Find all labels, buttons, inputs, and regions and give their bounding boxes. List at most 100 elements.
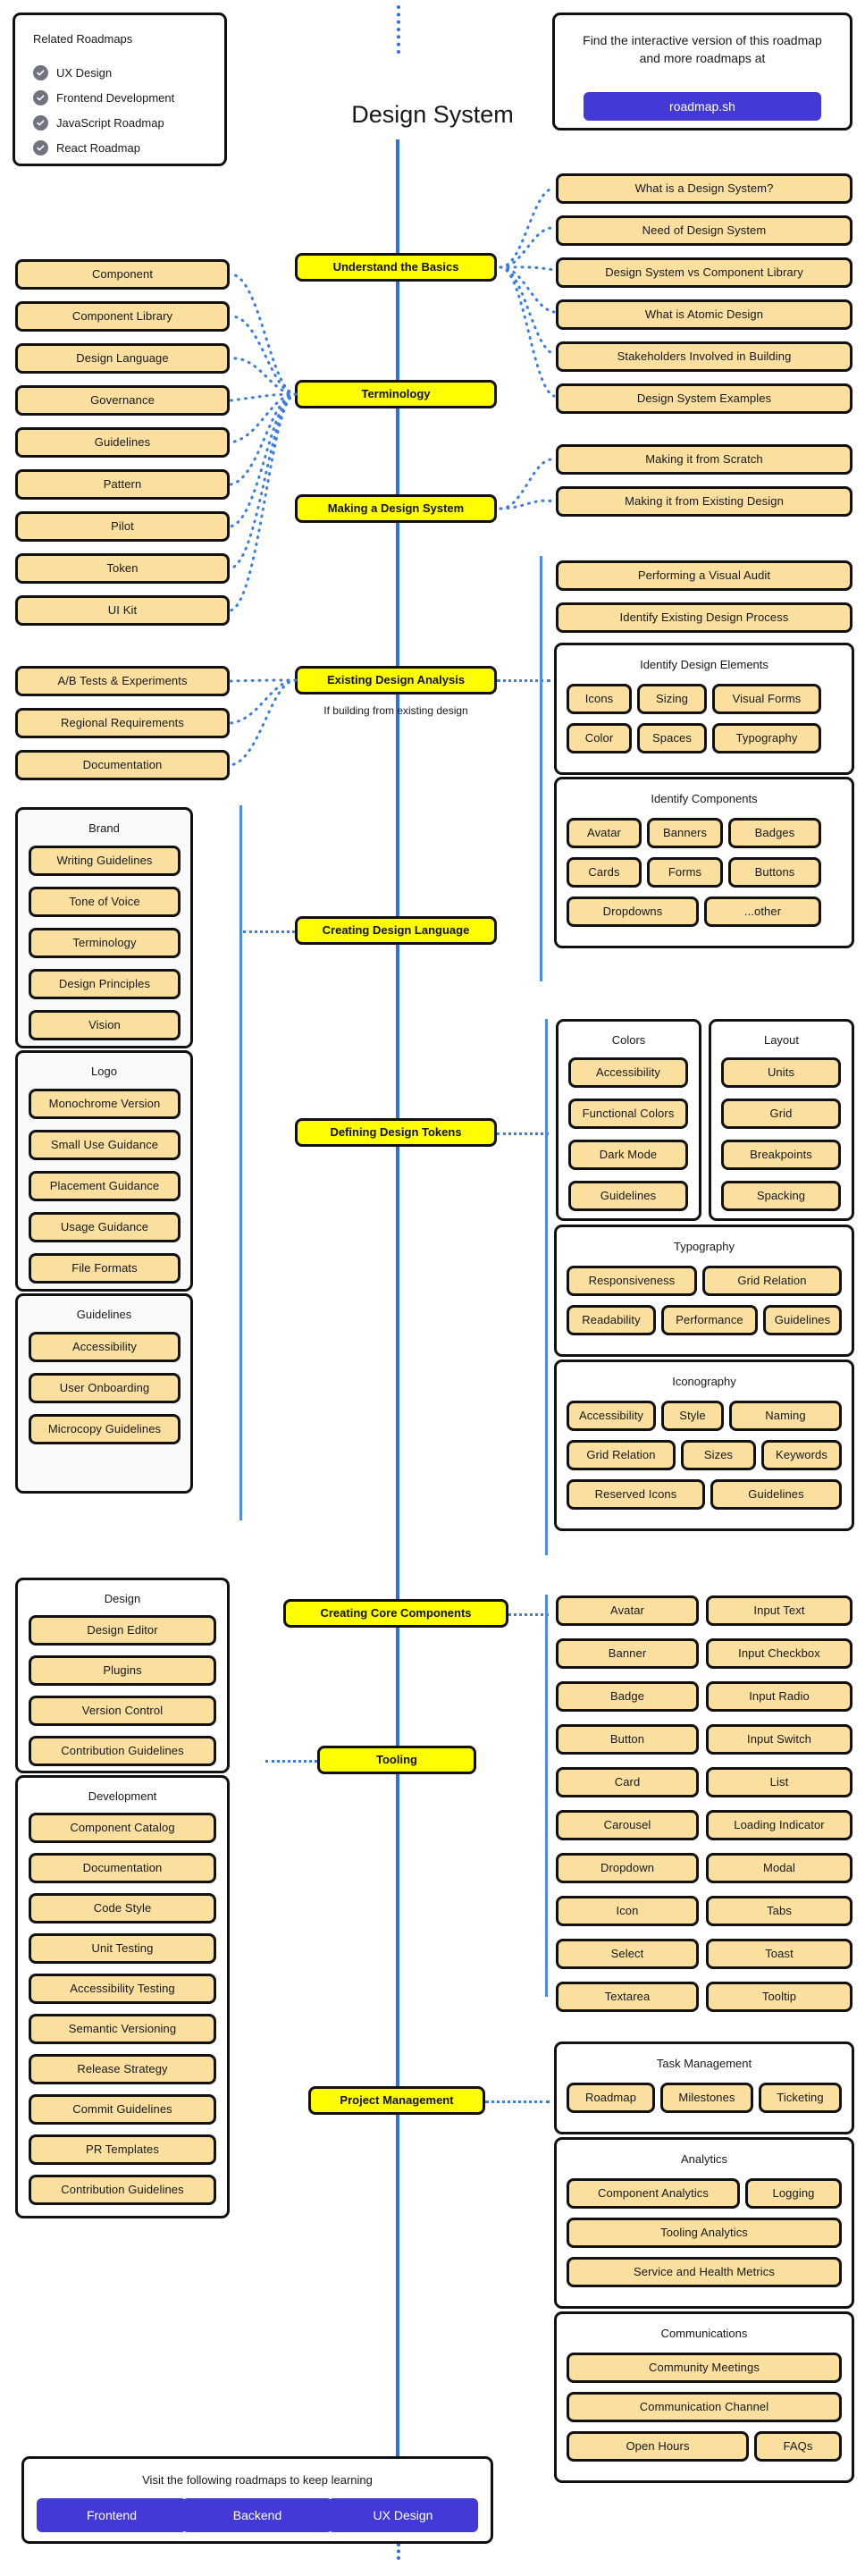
topic-icon-sizes[interactable]: Sizes — [681, 1440, 756, 1470]
topic-plugins[interactable]: Plugins — [29, 1655, 216, 1686]
topic-ticketing[interactable]: Ticketing — [759, 2083, 842, 2113]
node-existing-design-analysis[interactable]: Existing Design Analysis — [295, 666, 497, 695]
node-understand-the-basics[interactable]: Understand the Basics — [295, 253, 497, 282]
topic-comp-input-text[interactable]: Input Text — [706, 1595, 852, 1626]
topic-dark-mode[interactable]: Dark Mode — [568, 1140, 688, 1170]
topic-code-style[interactable]: Code Style — [29, 1893, 216, 1924]
topic-usage-guidance[interactable]: Usage Guidance — [29, 1212, 181, 1242]
topic-icon-grid-relation[interactable]: Grid Relation — [567, 1440, 676, 1470]
topic-icon-style[interactable]: Style — [661, 1401, 724, 1431]
topic-roadmap[interactable]: Roadmap — [567, 2083, 655, 2113]
node-making-a-design-system[interactable]: Making a Design System — [295, 494, 497, 523]
topic-typography-grid-relation[interactable]: Grid Relation — [702, 1266, 842, 1296]
node-creating-core-components[interactable]: Creating Core Components — [283, 1599, 508, 1628]
footer-button-frontend[interactable]: Frontend — [37, 2498, 187, 2532]
topic-comp-toast[interactable]: Toast — [706, 1939, 852, 1969]
topic-milestones[interactable]: Milestones — [660, 2083, 753, 2113]
footer-button-ux-design[interactable]: UX Design — [328, 2498, 478, 2532]
topic-comp-carousel[interactable]: Carousel — [556, 1810, 699, 1840]
topic-typography-guidelines[interactable]: Guidelines — [763, 1305, 842, 1335]
topic-icon-keywords[interactable]: Keywords — [761, 1440, 842, 1470]
topic-design-language[interactable]: Design Language — [15, 343, 230, 374]
topic-comp-input-radio[interactable]: Input Radio — [706, 1681, 852, 1712]
topic-logging[interactable]: Logging — [745, 2178, 842, 2209]
topic-documentation[interactable]: Documentation — [15, 750, 230, 780]
topic-buttons[interactable]: Buttons — [728, 857, 821, 888]
node-defining-design-tokens[interactable]: Defining Design Tokens — [295, 1118, 497, 1147]
topic-documentation-dev[interactable]: Documentation — [29, 1853, 216, 1883]
topic-monochrome-version[interactable]: Monochrome Version — [29, 1089, 181, 1119]
topic-comp-card[interactable]: Card — [556, 1767, 699, 1797]
topic-forms[interactable]: Forms — [647, 857, 723, 888]
topic-regional-requirements[interactable]: Regional Requirements — [15, 708, 230, 738]
topic-performance[interactable]: Performance — [661, 1305, 758, 1335]
topic-banners[interactable]: Banners — [647, 818, 723, 848]
topic-ab-tests-and-experiments[interactable]: A/B Tests & Experiments — [15, 666, 230, 696]
topic-contribution-guidelines-dev[interactable]: Contribution Guidelines — [29, 2175, 216, 2205]
topic-token[interactable]: Token — [15, 553, 230, 584]
topic-performing-a-visual-audit[interactable]: Performing a Visual Audit — [556, 560, 852, 591]
topic-spacking[interactable]: Spacking — [721, 1181, 841, 1211]
topic-comp-input-checkbox[interactable]: Input Checkbox — [706, 1638, 852, 1669]
topic-color[interactable]: Color — [567, 723, 632, 753]
topic-service-and-health-metrics[interactable]: Service and Health Metrics — [567, 2257, 842, 2287]
topic-what-is-atomic-design[interactable]: What is Atomic Design — [556, 299, 852, 330]
topic-file-formats[interactable]: File Formats — [29, 1253, 181, 1284]
topic-community-meetings[interactable]: Community Meetings — [567, 2353, 842, 2383]
topic-color-guidelines[interactable]: Guidelines — [568, 1181, 688, 1211]
topic-comp-button[interactable]: Button — [556, 1724, 699, 1755]
topic-cards[interactable]: Cards — [567, 857, 642, 888]
topic-comp-loading-indicator[interactable]: Loading Indicator — [706, 1810, 852, 1840]
topic-component-library[interactable]: Component Library — [15, 301, 230, 332]
topic-responsiveness[interactable]: Responsiveness — [567, 1266, 697, 1296]
topic-vision[interactable]: Vision — [29, 1010, 181, 1040]
topic-other[interactable]: ...other — [704, 897, 821, 927]
footer-button-backend[interactable]: Backend — [182, 2498, 332, 2532]
topic-functional-colors[interactable]: Functional Colors — [568, 1099, 688, 1129]
topic-grid[interactable]: Grid — [721, 1099, 841, 1129]
topic-breakpoints[interactable]: Breakpoints — [721, 1140, 841, 1170]
topic-placement-guidance[interactable]: Placement Guidance — [29, 1171, 181, 1201]
node-project-management[interactable]: Project Management — [308, 2086, 485, 2115]
topic-design-system-examples[interactable]: Design System Examples — [556, 383, 852, 414]
topic-terminology-brand[interactable]: Terminology — [29, 928, 181, 958]
topic-units[interactable]: Units — [721, 1057, 841, 1088]
topic-commit-guidelines[interactable]: Commit Guidelines — [29, 2094, 216, 2125]
topic-icon-accessibility[interactable]: Accessibility — [567, 1401, 656, 1431]
topic-comp-modal[interactable]: Modal — [706, 1853, 852, 1883]
topic-contribution-guidelines-design[interactable]: Contribution Guidelines — [29, 1736, 216, 1766]
node-creating-design-language[interactable]: Creating Design Language — [295, 916, 497, 945]
topic-semantic-versioning[interactable]: Semantic Versioning — [29, 2014, 216, 2044]
topic-badges[interactable]: Badges — [728, 818, 821, 848]
related-roadmap-item[interactable]: React Roadmap — [33, 140, 140, 156]
topic-sizing[interactable]: Sizing — [637, 684, 707, 714]
topic-avatar[interactable]: Avatar — [567, 818, 642, 848]
topic-design-principles[interactable]: Design Principles — [29, 969, 181, 999]
topic-writing-guidelines[interactable]: Writing Guidelines — [29, 846, 181, 876]
topic-comp-avatar[interactable]: Avatar — [556, 1595, 699, 1626]
topic-accessibility-guidelines[interactable]: Accessibility — [29, 1332, 181, 1362]
topic-unit-testing[interactable]: Unit Testing — [29, 1933, 216, 1964]
topic-making-it-from-existing-design[interactable]: Making it from Existing Design — [556, 486, 852, 517]
topic-component-catalog[interactable]: Component Catalog — [29, 1813, 216, 1843]
topic-comp-select[interactable]: Select — [556, 1939, 699, 1969]
topic-small-use-guidance[interactable]: Small Use Guidance — [29, 1130, 181, 1160]
topic-release-strategy[interactable]: Release Strategy — [29, 2054, 216, 2084]
topic-making-it-from-scratch[interactable]: Making it from Scratch — [556, 444, 852, 475]
topic-pilot[interactable]: Pilot — [15, 511, 230, 542]
topic-comp-badge[interactable]: Badge — [556, 1681, 699, 1712]
topic-comp-tabs[interactable]: Tabs — [706, 1896, 852, 1926]
topic-dropdowns[interactable]: Dropdowns — [567, 897, 699, 927]
topic-faqs[interactable]: FAQs — [754, 2431, 842, 2462]
topic-icons[interactable]: Icons — [567, 684, 632, 714]
related-roadmap-item[interactable]: UX Design — [33, 65, 112, 80]
topic-icon-guidelines[interactable]: Guidelines — [710, 1479, 842, 1510]
topic-comp-banner[interactable]: Banner — [556, 1638, 699, 1669]
topic-design-editor[interactable]: Design Editor — [29, 1615, 216, 1646]
roadmap-sh-button[interactable]: roadmap.sh — [584, 92, 821, 121]
topic-user-onboarding[interactable]: User Onboarding — [29, 1373, 181, 1403]
topic-comp-list[interactable]: List — [706, 1767, 852, 1797]
topic-ui-kit[interactable]: UI Kit — [15, 595, 230, 626]
topic-color-accessibility[interactable]: Accessibility — [568, 1057, 688, 1088]
topic-comp-textarea[interactable]: Textarea — [556, 1982, 699, 2012]
